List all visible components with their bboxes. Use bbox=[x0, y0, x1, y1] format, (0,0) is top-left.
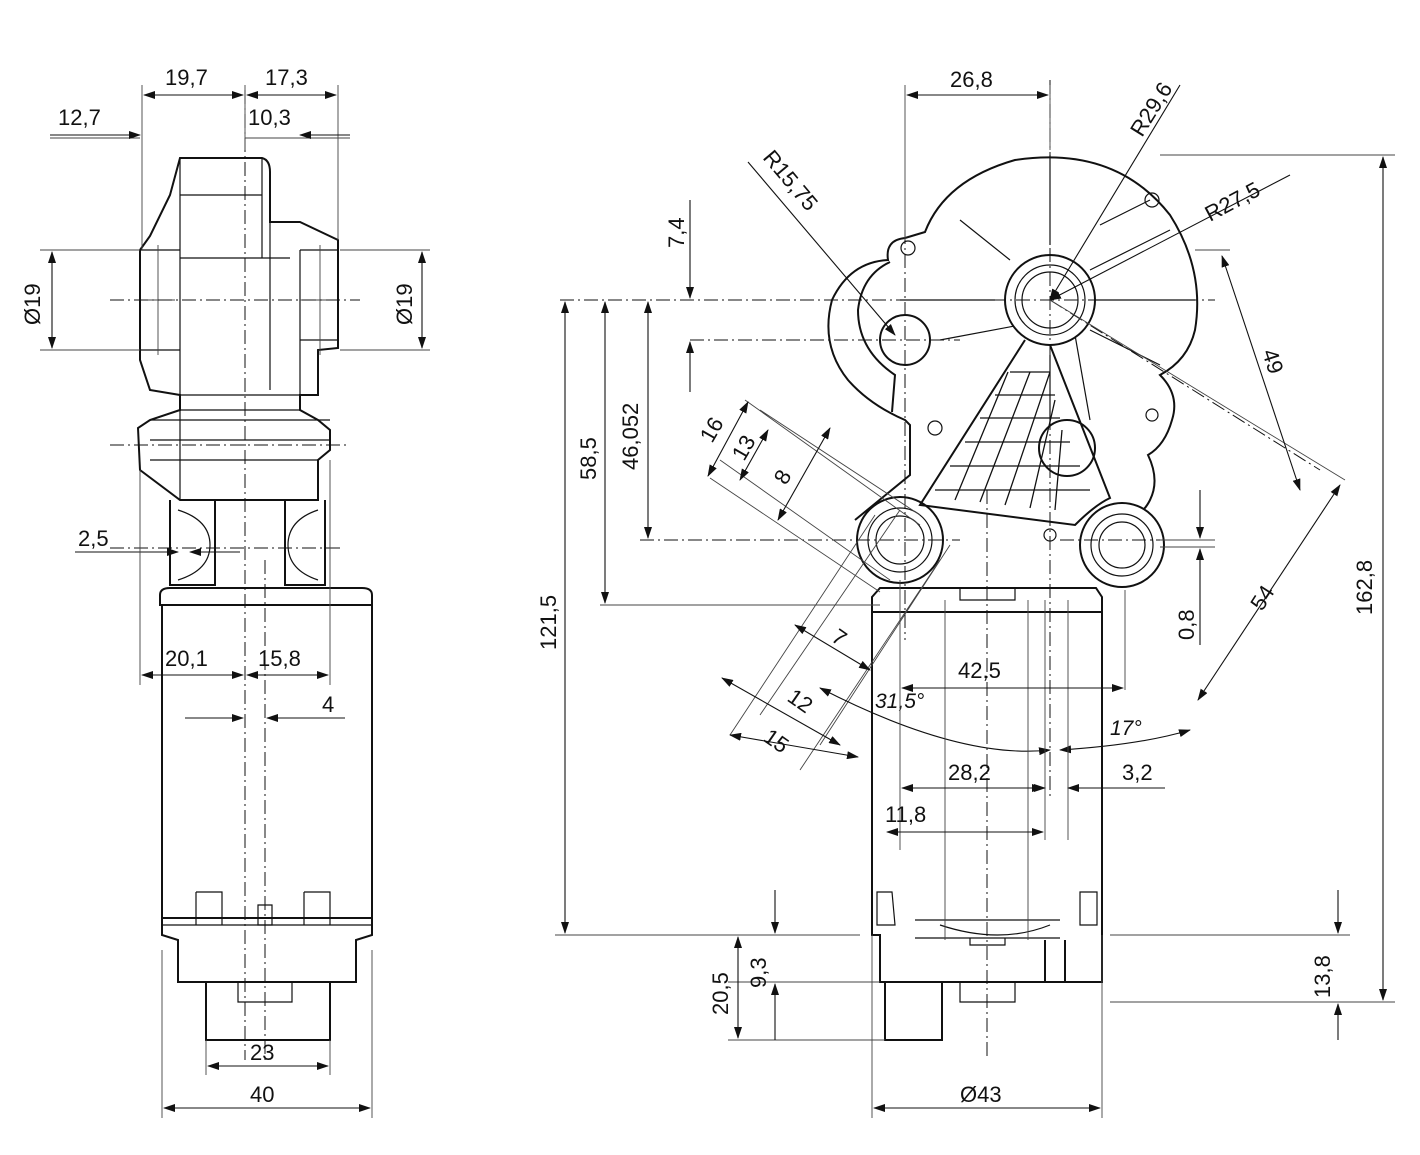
dim-162-8: 162,8 bbox=[1352, 560, 1377, 615]
dim-46-052: 46,052 bbox=[618, 403, 643, 470]
dim-0-8: 0,8 bbox=[1174, 609, 1199, 640]
dim-9-3: 9,3 bbox=[746, 957, 771, 988]
dim-17-3: 17,3 bbox=[265, 65, 308, 90]
dim-49: 49 bbox=[1257, 346, 1288, 377]
dim-26-8: 26,8 bbox=[950, 67, 993, 92]
dim-42-5: 42,5 bbox=[958, 658, 1001, 683]
side-view: 19,7 17,3 12,7 10,3 Ø19 Ø19 2,5 20,1 15,… bbox=[20, 65, 430, 1118]
dim-121-5: 121,5 bbox=[536, 595, 561, 650]
dim-16: 16 bbox=[695, 413, 729, 447]
dim-r29-6: R29,6 bbox=[1125, 78, 1177, 141]
dim-19-7: 19,7 bbox=[165, 65, 208, 90]
dim-20-1: 20,1 bbox=[165, 646, 208, 671]
dim-58-5: 58,5 bbox=[576, 437, 601, 480]
dim-2-5: 2,5 bbox=[78, 526, 109, 551]
dim-11-8: 11,8 bbox=[885, 802, 926, 827]
dim-28-2: 28,2 bbox=[948, 760, 991, 785]
dim-40: 40 bbox=[250, 1082, 274, 1107]
dim-diameter-43: Ø43 bbox=[960, 1082, 1002, 1107]
dim-4: 4 bbox=[322, 692, 334, 717]
dim-diameter-19-right: Ø19 bbox=[392, 283, 417, 325]
dim-13-8: 13,8 bbox=[1310, 955, 1335, 998]
dim-angle-17: 17° bbox=[1110, 717, 1142, 740]
dim-r15-75: R15,75 bbox=[758, 145, 823, 215]
dim-7-4: 7,4 bbox=[664, 217, 689, 248]
dim-15: 15 bbox=[759, 724, 793, 759]
dim-13: 13 bbox=[727, 431, 761, 465]
dim-15-8: 15,8 bbox=[258, 646, 301, 671]
dim-r27-5: R27,5 bbox=[1201, 177, 1265, 227]
dim-8: 8 bbox=[769, 465, 797, 488]
dim-23: 23 bbox=[250, 1040, 274, 1065]
dim-12-7: 12,7 bbox=[58, 105, 101, 130]
dim-20-5: 20,5 bbox=[708, 972, 733, 1015]
dim-10-3: 10,3 bbox=[248, 105, 291, 130]
dim-54: 54 bbox=[1245, 581, 1279, 615]
dim-12: 12 bbox=[783, 684, 817, 719]
front-view: 26,8 R29,6 R27,5 R15,75 162,8 7,4 58,5 4… bbox=[536, 67, 1395, 1118]
dim-diameter-19-left: Ø19 bbox=[20, 283, 45, 325]
dim-3-2: 3,2 bbox=[1122, 760, 1153, 785]
